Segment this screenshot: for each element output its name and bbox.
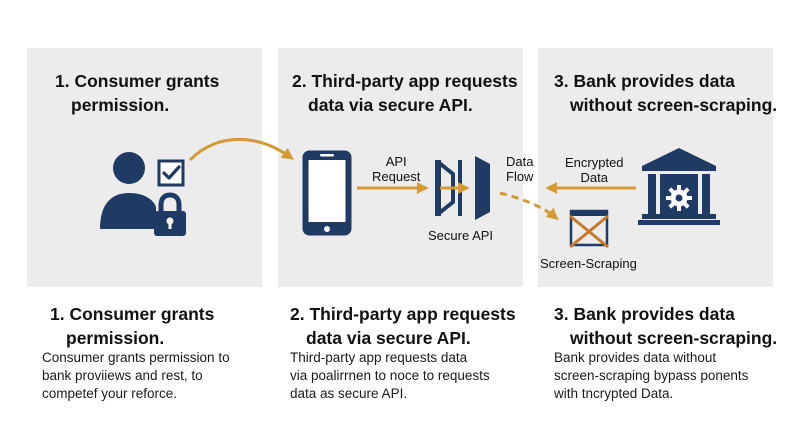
smartphone-icon [302,150,352,236]
encrypted-data-label-line-1: Encrypted [565,155,624,170]
step-1-caption-title-line-2: permission. [66,328,165,348]
api-request-label-line-2: Request [372,169,421,184]
checkbox-icon [157,159,185,187]
api-request-label-line-1: API [385,154,407,169]
screen-scraping-label: Screen-Scraping [540,256,637,271]
step-3-caption-title: 3. Bank provides data without screen-scr… [554,302,777,350]
step-2-caption-title-line-2: data via secure API. [306,328,471,348]
step-3-title-line-1: 3. Bank provides data [554,71,735,91]
secure-api-label: Secure API [428,228,494,243]
step-3-caption-title-line-2: without screen-scraping. [570,328,778,348]
step-3-panel-title: 3. Bank provides data without screen-scr… [554,69,777,117]
padlock-icon [154,192,186,236]
step-2-description: Third-party app requests data via poalir… [290,350,490,401]
step-2-title-line-2: data via secure API. [308,95,473,115]
bank-icon [638,148,720,225]
gear-icon [666,185,692,211]
step-3-description: Bank provides data without screen-scrapi… [554,350,749,401]
secure-api-gateway-icon [435,156,490,220]
step-1-caption-title: 1. Consumer grants permission. [50,302,214,350]
step-1-title-line-2: permission. [71,95,170,115]
step-2-caption-title: 2. Third-party app requests data via sec… [290,302,516,350]
step-3-caption-title-line-1: 3. Bank provides data [554,304,735,324]
data-flow-label-line-2: Flow [506,169,534,184]
encrypted-data-label-line-2: Data [580,170,608,185]
user-icon [100,152,156,229]
step-2-panel-title: 2. Third-party app requests data via sec… [292,69,518,117]
data-flow-label-line-1: Data [506,154,534,169]
step-1-description: Consumer grants permission to bank provi… [42,350,230,401]
api-request-label: API Request [372,154,420,184]
step-3-panel: 3. Bank provides data without screen-scr… [538,48,777,287]
step-2-title-line-1: 2. Third-party app requests [292,71,518,91]
step-3-title-line-2: without screen-scraping. [570,95,778,115]
step-1-title-line-1: 1. Consumer grants [55,71,220,91]
step-1-panel: 1. Consumer grants permission. [27,48,262,287]
data-flow-label: Data Flow [506,154,533,184]
step-1-panel-title: 1. Consumer grants permission. [55,69,219,117]
step-2-caption-title-line-1: 2. Third-party app requests [290,304,516,324]
blocked-screen-icon [569,209,609,249]
encrypted-data-label: Encrypted Data [565,155,624,185]
step-1-caption-title-line-1: 1. Consumer grants [50,304,215,324]
